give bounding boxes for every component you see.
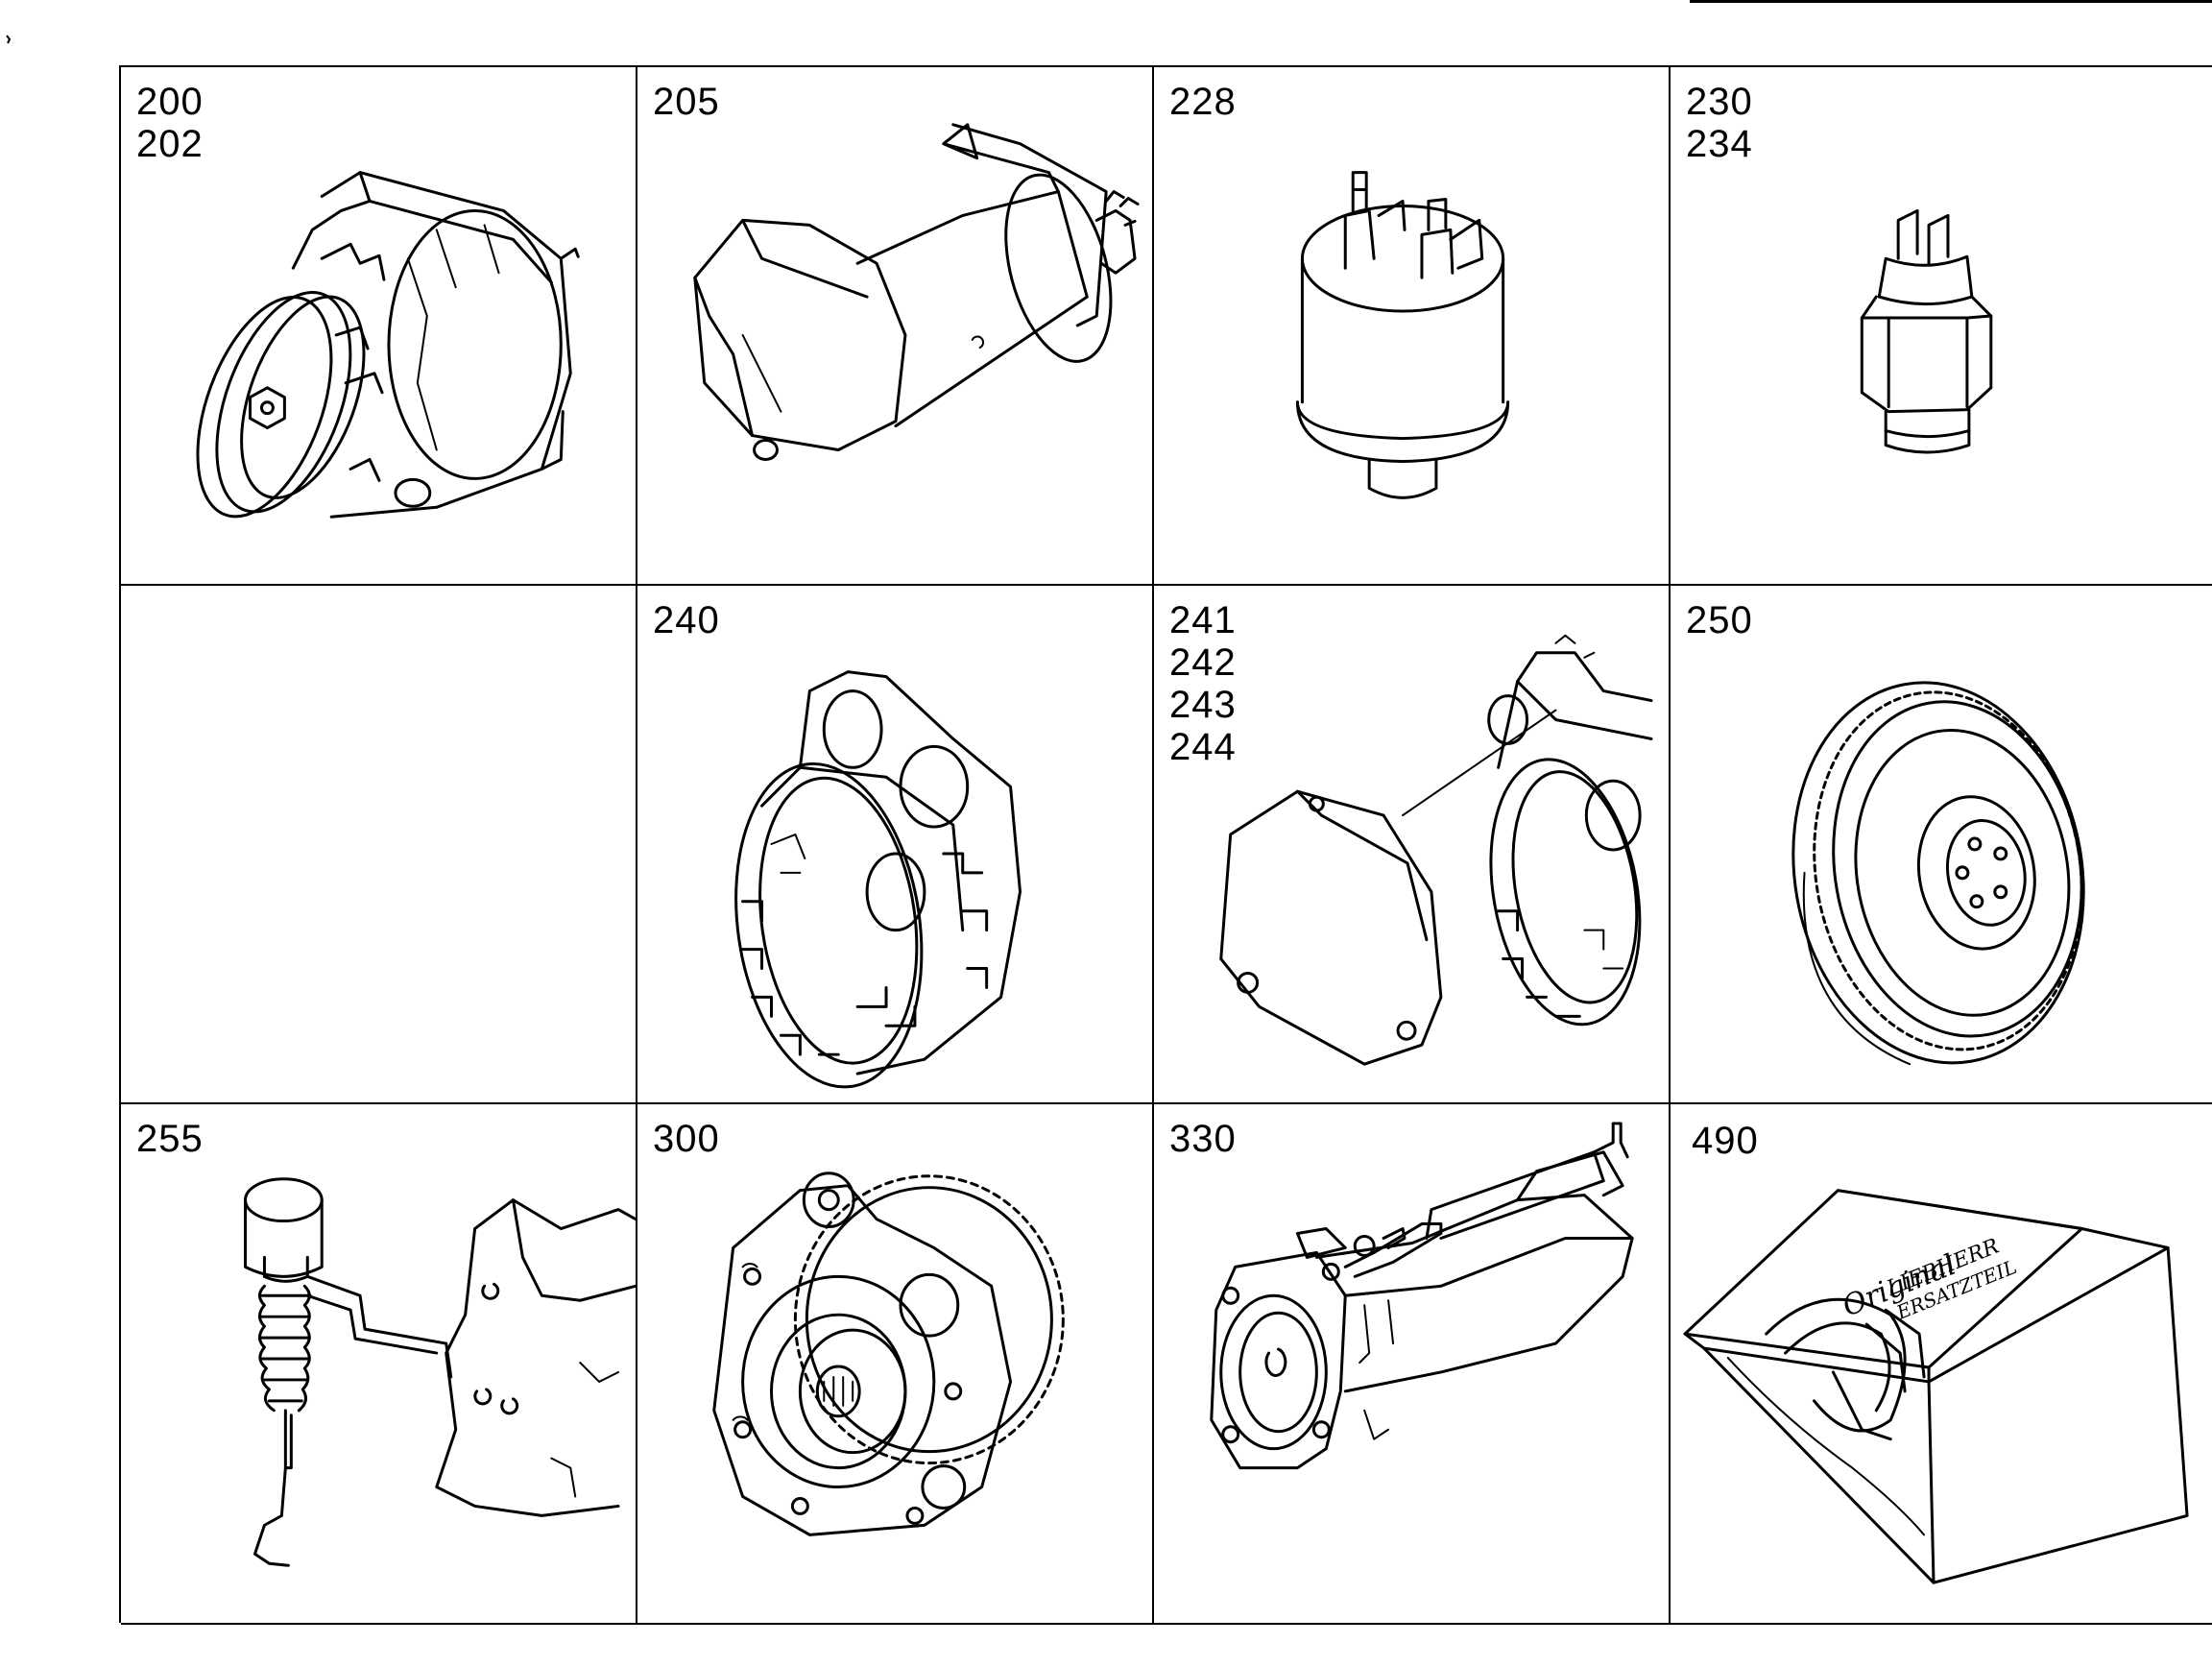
linkage-assembly-icon <box>1210 1122 1634 1470</box>
part-number: 200 <box>136 81 204 123</box>
part-numbers: 250 <box>1686 599 1753 641</box>
flywheel-housing-icon <box>734 670 1022 1089</box>
cell-230-234[interactable]: 230 234 <box>1671 67 2212 586</box>
part-numbers: 241 242 243 244 <box>1169 599 1237 768</box>
part-number: 490 <box>1692 1120 1759 1162</box>
gear-pump-icon <box>712 1172 1065 1536</box>
part-number: 242 <box>1169 641 1237 684</box>
cell-240[interactable]: 240 <box>637 586 1154 1104</box>
cell-241-244[interactable]: 241 242 243 244 <box>1154 586 1671 1104</box>
cell-205[interactable]: 205 <box>637 67 1154 586</box>
part-numbers: 490 <box>1692 1120 1759 1162</box>
part-numbers: 205 <box>653 81 720 123</box>
parts-grid: 200 202 205 <box>119 65 2212 1625</box>
part-number: 240 <box>653 599 720 641</box>
part-number: 300 <box>653 1118 720 1160</box>
housing-cover-icon <box>1219 634 1653 1066</box>
part-number: 330 <box>1169 1118 1237 1160</box>
part-number: 241 <box>1169 599 1237 641</box>
cell-200-202[interactable]: 200 202 <box>121 67 637 586</box>
part-number: 234 <box>1686 123 1753 165</box>
cell-330[interactable]: 330 <box>1154 1104 1671 1625</box>
part-number: 250 <box>1686 599 1753 641</box>
solenoid-switch-icon <box>1295 171 1510 499</box>
top-border-line <box>1690 0 2212 3</box>
part-number: 228 <box>1169 81 1237 123</box>
part-numbers: 300 <box>653 1118 720 1160</box>
part-number: 202 <box>136 123 204 165</box>
part-numbers: 330 <box>1169 1118 1237 1160</box>
cell-490[interactable]: 490 Original LIEBHERR ERSATZTEIL <box>1671 1104 2212 1625</box>
part-number: 244 <box>1169 726 1237 768</box>
part-number: 255 <box>136 1118 204 1160</box>
part-number: 243 <box>1169 684 1237 726</box>
part-numbers: 255 <box>136 1118 204 1160</box>
part-numbers: 240 <box>653 599 720 641</box>
alternator-icon <box>196 171 580 519</box>
flywheel-icon <box>1791 681 2085 1066</box>
starter-motor-icon <box>693 123 1140 461</box>
shutoff-solenoid-icon <box>244 1177 636 1567</box>
scan-mark <box>6 35 12 44</box>
sensor-switch-icon <box>1860 208 1993 454</box>
part-number: 230 <box>1686 81 1753 123</box>
part-numbers: 228 <box>1169 81 1237 123</box>
part-numbers: 200 202 <box>136 81 204 165</box>
cell-250[interactable]: 250 <box>1671 586 2212 1104</box>
empty-cell <box>121 586 637 1104</box>
cell-300[interactable]: 300 <box>637 1104 1154 1625</box>
part-numbers: 230 234 <box>1686 81 1753 165</box>
cell-255[interactable]: 255 <box>121 1104 637 1625</box>
parts-kit-icon: Original LIEBHERR ERSATZTEIL <box>1683 1189 2189 1584</box>
part-number: 205 <box>653 81 720 123</box>
cell-228[interactable]: 228 <box>1154 67 1671 586</box>
